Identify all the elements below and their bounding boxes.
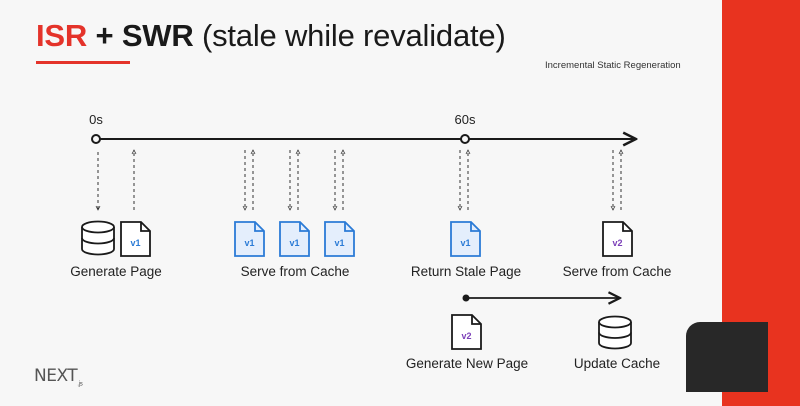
step-serve-from-cache-v2: Serve from Cache <box>562 264 672 279</box>
document-icon: v2 <box>602 221 633 257</box>
doc-version-label: v1 <box>460 238 470 248</box>
title-swr-description: (stale while revalidate) <box>201 18 506 53</box>
title-swr: + SWR <box>95 18 194 53</box>
step-update-cache: Update Cache <box>573 356 661 371</box>
slide-title: ISR + SWR (stale while revalidate) <box>36 18 506 54</box>
doc-version-label: v1 <box>334 238 344 248</box>
doc-version-label: v1 <box>244 238 254 248</box>
document-icon: v1 <box>120 221 151 257</box>
document-icon: v1 <box>324 221 355 257</box>
doc-version-label: v2 <box>461 331 471 341</box>
step-generate-new-page: Generate New Page <box>405 356 529 371</box>
document-icon: v1 <box>234 221 265 257</box>
dark-corner-box <box>686 322 768 392</box>
doc-version-label: v1 <box>289 238 299 248</box>
timeline-label-0s: 0s <box>89 112 103 127</box>
title-underline <box>36 61 130 64</box>
doc-version-label: v1 <box>130 238 140 248</box>
timeline-60s-dot <box>460 134 470 144</box>
doc-version-label: v2 <box>612 238 622 248</box>
slide-subtitle: Incremental Static Regeneration <box>545 60 681 71</box>
timeline-start-dot <box>91 134 101 144</box>
step-return-stale-page: Return Stale Page <box>410 264 522 279</box>
logo-text: NEXT <box>34 366 78 386</box>
step-generate-page: Generate Page <box>70 264 162 279</box>
document-icon: v2 <box>451 314 482 350</box>
nextjs-logo: NEXT.js <box>34 366 83 388</box>
timeline-label-60s: 60s <box>454 112 476 127</box>
revalidate-start-dot <box>462 294 470 302</box>
step-serve-from-cache: Serve from Cache <box>240 264 350 279</box>
document-icon: v1 <box>279 221 310 257</box>
logo-suffix: .js <box>77 380 83 388</box>
database-icon <box>81 220 115 256</box>
document-icon: v1 <box>450 221 481 257</box>
database-icon <box>598 315 632 350</box>
title-isr: ISR <box>36 18 88 53</box>
